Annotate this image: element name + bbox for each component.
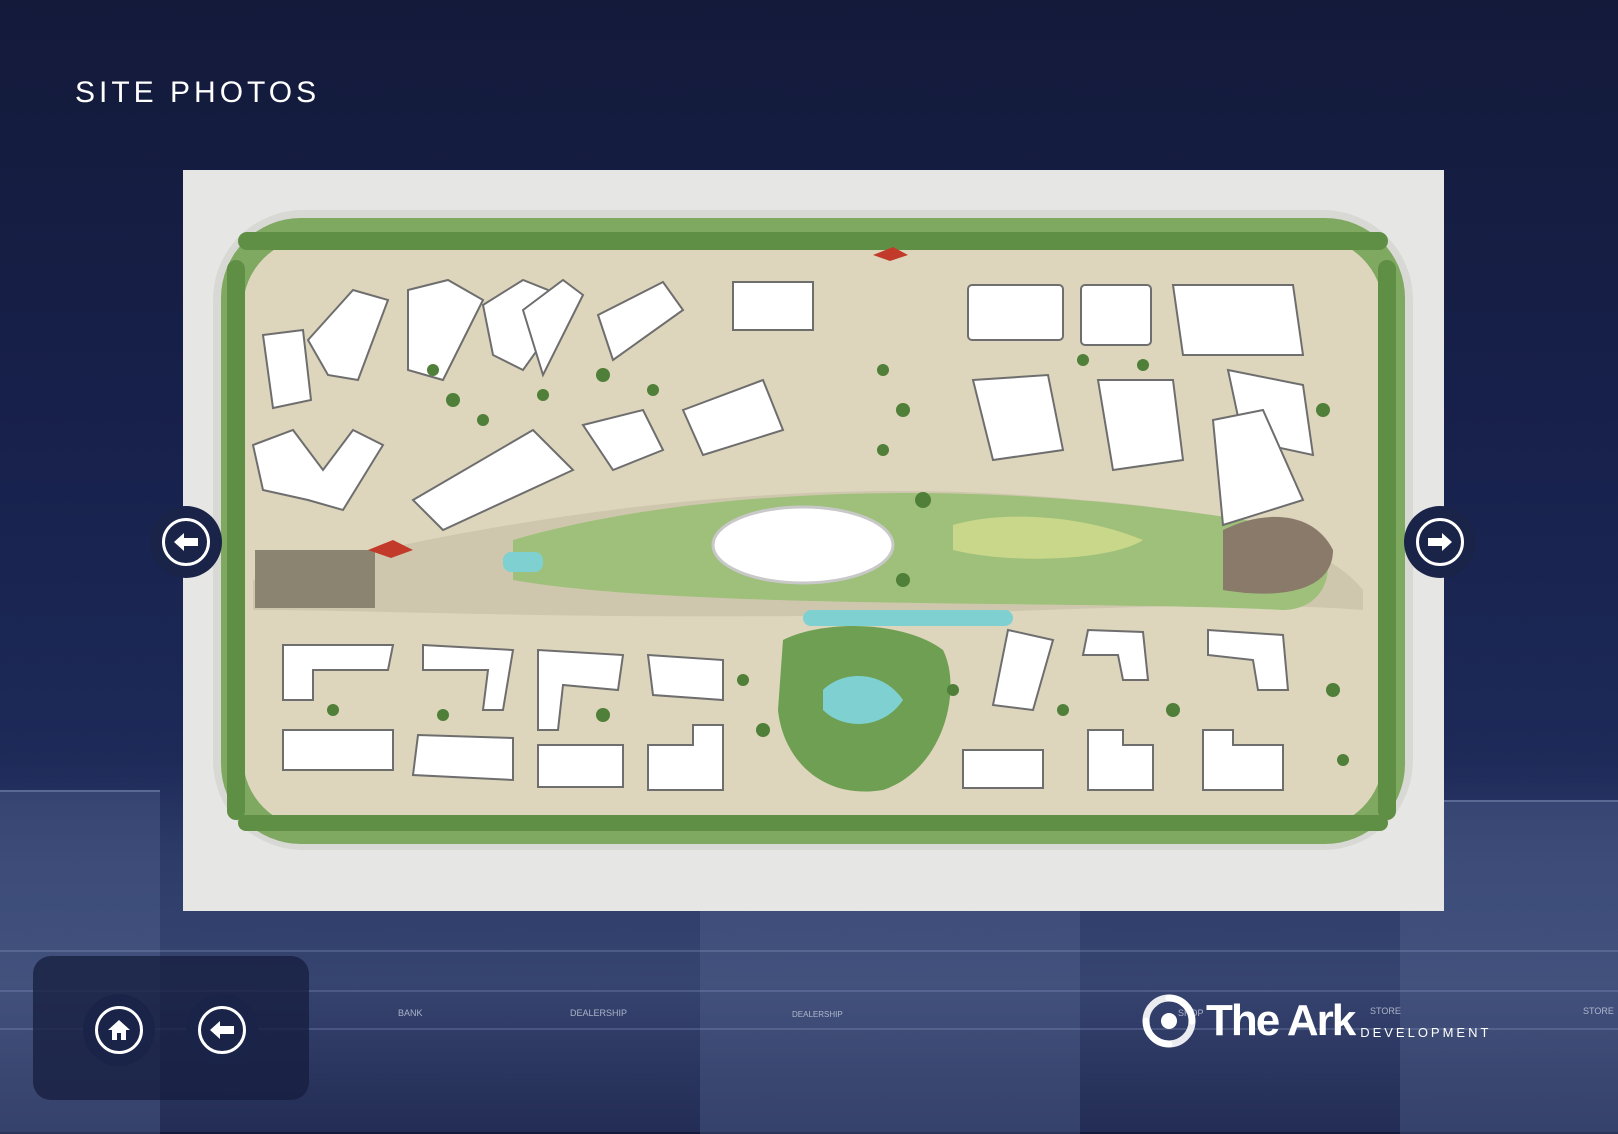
brand-subtitle: DEVELOPMENT: [1360, 1024, 1492, 1040]
back-button[interactable]: [188, 996, 256, 1064]
arrow-left-icon: [162, 518, 210, 566]
brand-logo: The Ark DEVELOPMENT: [1140, 992, 1491, 1050]
arrow-right-icon: [1416, 518, 1464, 566]
brand-name: The Ark: [1206, 996, 1356, 1045]
background-sign: DEALERSHIP: [792, 1010, 843, 1019]
arrow-left-icon: [198, 1006, 246, 1054]
footer-nav-panel: [33, 956, 309, 1100]
previous-photo-button[interactable]: [152, 508, 220, 576]
page-title: SITE PHOTOS: [75, 76, 321, 109]
master-plan-image: [183, 170, 1444, 911]
home-button[interactable]: [85, 996, 153, 1064]
background-sign: STORE: [1583, 1006, 1614, 1016]
background-sign: STORE: [1370, 1006, 1401, 1016]
site-photo: [183, 170, 1444, 911]
next-photo-button[interactable]: [1406, 508, 1474, 576]
ark-logo-icon: [1142, 994, 1196, 1048]
home-icon: [95, 1006, 143, 1054]
background-sign: BANK: [398, 1008, 423, 1018]
background-sign: DEALERSHIP: [570, 1008, 628, 1018]
